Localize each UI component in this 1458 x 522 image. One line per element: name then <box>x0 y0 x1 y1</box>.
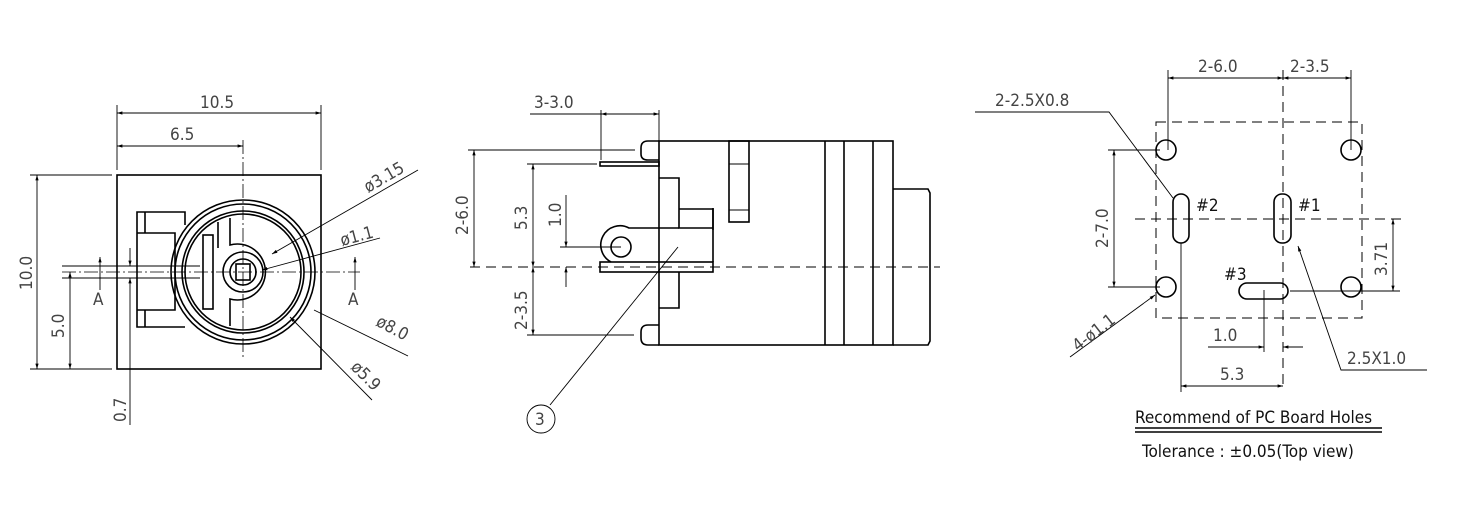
bottom-pin <box>640 324 659 346</box>
pcb-holes-title: Recommend of PC Board Holes <box>1135 408 1372 428</box>
dim-1-0: 1.0 <box>546 203 566 227</box>
slot-pin-1 <box>1273 193 1292 244</box>
dim-3-71: 3.71 <box>1372 242 1392 276</box>
dia-3-15: ø3.15 <box>361 158 409 197</box>
side-view: 3-3.0 2-6.0 5.3 1.0 2-3.5 3 <box>453 93 940 434</box>
body-outline <box>658 140 894 346</box>
slot-1-label: 2.5X1.0 <box>1347 349 1406 369</box>
slot-pin-3 <box>1238 282 1289 300</box>
part-balloon-number: 3 <box>535 410 545 430</box>
pin-2-label: #2 <box>1196 196 1219 216</box>
tolerance-note: Tolerance : ±0.05(Top view) <box>1141 442 1354 462</box>
dim-2-7-0: 2-7.0 <box>1093 208 1113 248</box>
dim-width: 10.5 <box>200 93 234 113</box>
pin-3-label: #3 <box>1224 265 1247 285</box>
pcb-hole-view: 2-6.0 2-3.5 2-2.5X0.8 2-7.0 3.71 4-ø1.1 … <box>975 57 1427 462</box>
dia-5-9: ø5.9 <box>346 357 384 395</box>
slot-2-label: 2-2.5X0.8 <box>995 91 1069 111</box>
dim-center-x: 6.5 <box>170 125 194 145</box>
dim-2-3-5: 2-3.5 <box>512 290 532 330</box>
holes-label: 4-ø1.1 <box>1069 310 1120 356</box>
footprint-outline <box>1155 121 1363 319</box>
part-balloon <box>526 404 556 434</box>
solder-tab <box>599 225 679 263</box>
dim-2-6-0: 2-6.0 <box>1198 57 1238 77</box>
dim-offset: 0.7 <box>111 398 131 422</box>
dim-5-3: 5.3 <box>1220 365 1244 385</box>
barrel-nose <box>893 188 931 346</box>
dia-8-0: ø8.0 <box>373 312 412 345</box>
dim-height: 10.0 <box>17 256 37 290</box>
top-pin <box>640 140 659 161</box>
dim-2-3-5: 2-3.5 <box>1290 57 1330 77</box>
dim-2-6-0: 2-6.0 <box>453 195 473 235</box>
section-mark-right: A <box>348 290 359 310</box>
dim-center-y: 5.0 <box>49 314 69 338</box>
section-mark-left: A <box>93 290 104 310</box>
dim-1-0: 1.0 <box>1213 326 1237 346</box>
front-view: 10.5 6.5 10.0 5.0 0.7 A A ø3.15 ø1.1 ø8.… <box>17 93 419 425</box>
pin-1-label: #1 <box>1298 196 1321 216</box>
dim-5-3: 5.3 <box>512 206 532 230</box>
dim-pin-length: 3-3.0 <box>534 93 574 113</box>
dia-1-1: ø1.1 <box>338 223 376 251</box>
